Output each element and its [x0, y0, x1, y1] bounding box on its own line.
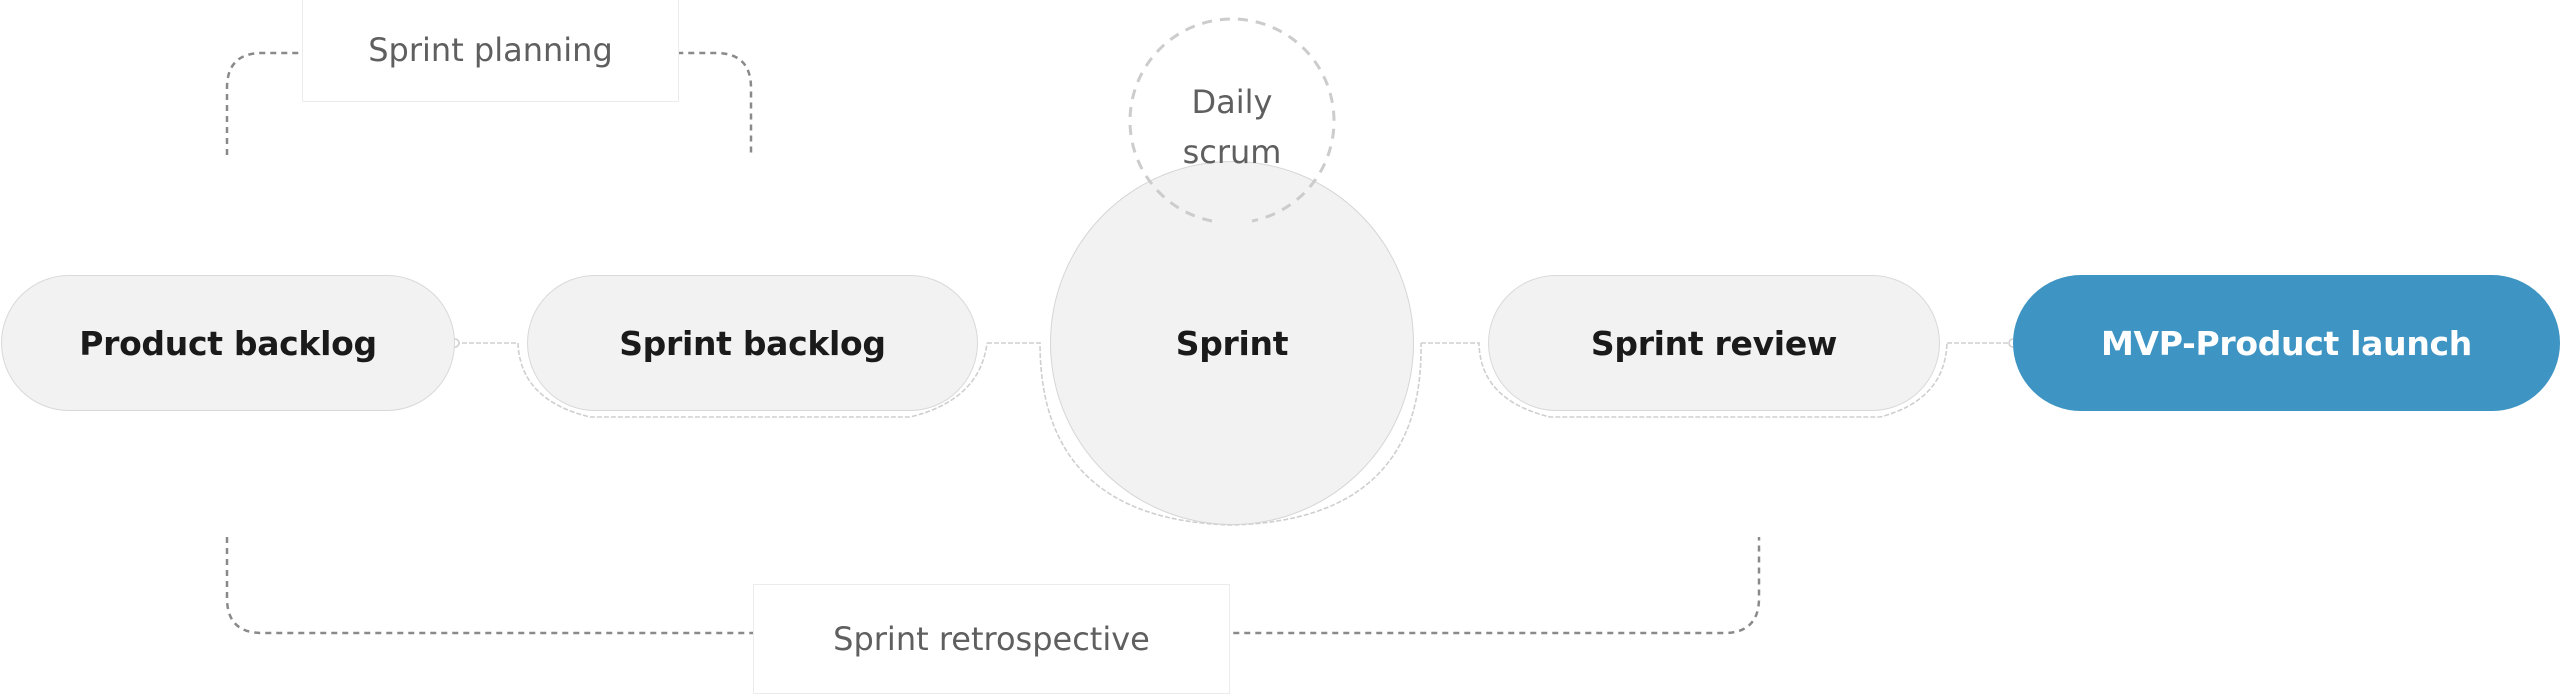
daily-scrum-label[interactable]: Daily scrum — [1132, 77, 1332, 177]
connector-product-to-sprint-backlog — [455, 342, 988, 418]
node-label: MVP-Product launch — [2101, 323, 2472, 363]
node-label: Product backlog — [79, 323, 377, 363]
node-label: Sprint review — [1590, 323, 1838, 363]
node-product-backlog[interactable]: Product backlog — [1, 275, 455, 411]
sprint-retrospective-label: Sprint retrospective — [833, 620, 1150, 658]
sprint-retrospective-box[interactable]: Sprint retrospective — [753, 584, 1230, 694]
daily-scrum-line2: scrum — [1182, 133, 1282, 171]
node-sprint[interactable]: Sprint — [1050, 161, 1414, 525]
daily-scrum-line1: Daily — [1191, 83, 1273, 121]
sprint-planning-label: Sprint planning — [368, 31, 613, 69]
node-mvp-launch[interactable]: MVP-Product launch — [2013, 275, 2560, 411]
node-sprint-backlog[interactable]: Sprint backlog — [527, 275, 978, 411]
node-label: Sprint — [1175, 323, 1289, 363]
node-sprint-review[interactable]: Sprint review — [1488, 275, 1940, 411]
sprint-planning-box[interactable]: Sprint planning — [302, 0, 679, 102]
sprint-planning-bracket — [225, 51, 753, 155]
connector-sprint-to-review — [1421, 342, 1948, 418]
node-label: Sprint backlog — [619, 323, 886, 363]
